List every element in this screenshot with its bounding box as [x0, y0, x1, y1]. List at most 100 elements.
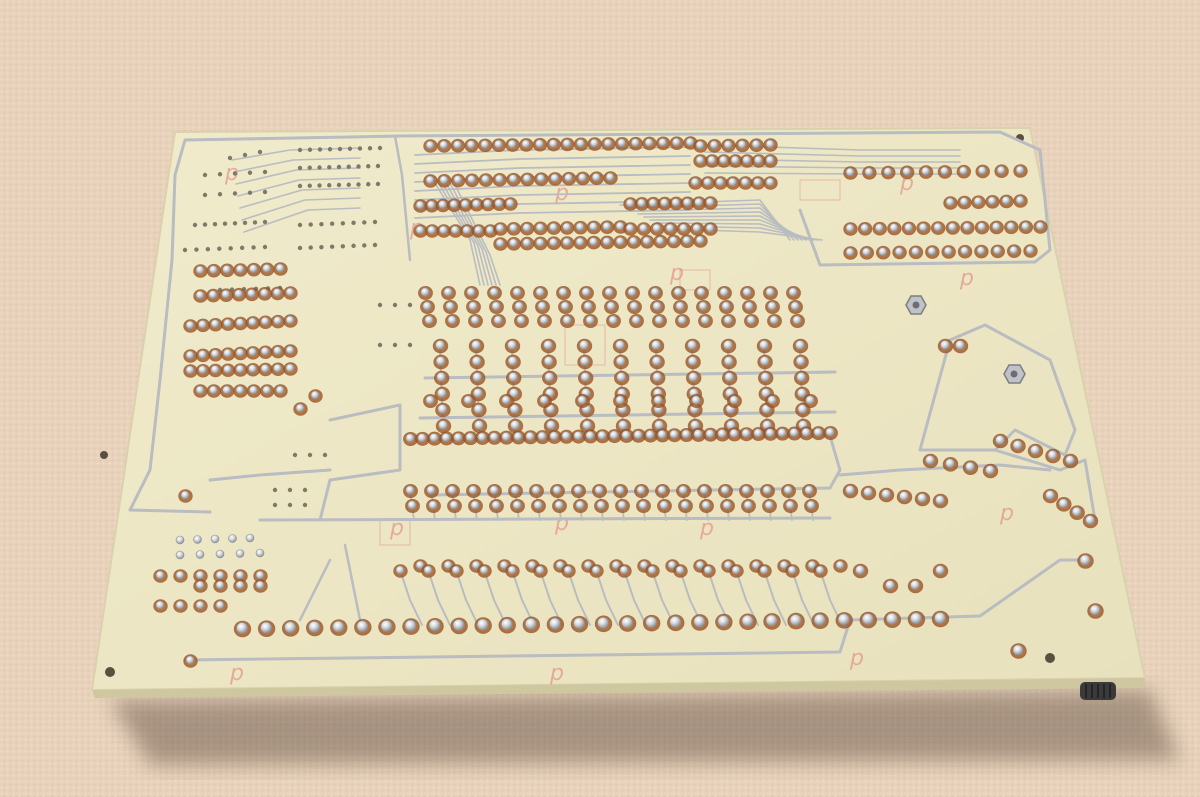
solder-pad: [591, 565, 601, 575]
solder-pad: [215, 600, 225, 610]
solder-pad: [765, 155, 775, 165]
solder-pad: [596, 500, 606, 510]
via-hole: [292, 452, 298, 458]
solder-pad: [466, 287, 476, 297]
solder-pad: [604, 287, 614, 297]
solder-pad: [548, 139, 558, 148]
solder-pad: [1047, 450, 1058, 460]
solder-pad: [248, 347, 257, 357]
solder-pad: [509, 238, 518, 248]
solder-pad: [428, 500, 438, 510]
solder-pad: [615, 221, 625, 231]
solder-pad: [1009, 245, 1018, 255]
solder-pad: [594, 485, 604, 495]
solder-pad: [491, 301, 501, 311]
solder-pad: [625, 198, 635, 208]
solder-pad: [575, 237, 585, 247]
solder-pad: [652, 301, 662, 311]
solder-pad: [723, 340, 733, 350]
solder-pad: [210, 365, 220, 374]
via-hole: [322, 452, 328, 458]
solder-pad: [672, 137, 681, 147]
solder-pad: [677, 315, 687, 325]
solder-pad: [759, 340, 769, 350]
solder-pad: [235, 364, 245, 374]
solder-pad: [647, 565, 657, 575]
solder-pad: [1006, 222, 1016, 231]
via-hole: [319, 244, 324, 250]
via-hole: [217, 192, 223, 197]
solder-pad: [767, 395, 777, 405]
solder-pad: [193, 535, 202, 544]
solder-pad: [564, 173, 573, 182]
solder-pad: [962, 222, 972, 232]
solder-pad: [222, 265, 231, 274]
solder-pad: [195, 570, 205, 580]
solder-pad: [260, 364, 270, 373]
solder-pad: [543, 340, 553, 350]
solder-pad: [175, 570, 185, 580]
solder-pad: [760, 372, 771, 382]
solder-pad: [507, 340, 517, 350]
solder-pad: [861, 613, 874, 625]
solder-pad: [688, 372, 699, 382]
solder-pad: [806, 500, 816, 510]
solder-pad: [611, 560, 621, 570]
solder-pad: [860, 223, 869, 233]
solder-pad: [581, 287, 591, 297]
solder-pad: [631, 315, 641, 325]
solder-pad: [658, 138, 667, 147]
via-hole: [317, 165, 322, 170]
via-hole: [242, 220, 248, 226]
solder-pad: [645, 616, 657, 628]
solder-pad: [507, 356, 518, 366]
hex-nut-lower: [1003, 364, 1026, 384]
solder-pad: [788, 287, 798, 297]
via-hole: [336, 164, 342, 170]
solder-pad: [508, 174, 518, 183]
via-hole: [377, 342, 383, 348]
solder-pad: [578, 173, 587, 182]
solder-pad: [720, 485, 730, 495]
solder-pad: [535, 223, 545, 232]
solder-pad: [451, 565, 461, 575]
solder-pad: [765, 139, 775, 149]
solder-pad: [195, 265, 205, 275]
solder-pad: [295, 403, 305, 413]
solder-pad: [415, 560, 425, 570]
via-hole: [247, 190, 253, 195]
solder-pad: [619, 565, 629, 575]
solder-pad: [508, 372, 519, 382]
silkscreen-glyph: p: [699, 516, 714, 541]
solder-pad: [471, 356, 482, 366]
via-hole: [317, 147, 323, 152]
solder-pad: [608, 315, 618, 325]
solder-pad: [155, 600, 165, 610]
solder-pad: [531, 485, 541, 495]
solder-pad: [783, 485, 793, 495]
solder-pad: [562, 237, 571, 247]
via-hole: [337, 146, 343, 152]
solder-pad: [759, 565, 769, 575]
via-hole: [319, 221, 324, 227]
solder-pad: [815, 565, 825, 575]
solder-pad: [175, 550, 185, 560]
via-hole: [340, 221, 346, 226]
solder-pad: [991, 222, 1001, 231]
solder-pad: [795, 356, 806, 366]
solder-pad: [489, 287, 499, 297]
via-hole: [257, 149, 263, 155]
solder-pad: [977, 166, 987, 175]
via-hole: [377, 145, 383, 151]
fine-trace: [241, 197, 361, 221]
solder-pad: [648, 198, 658, 208]
solder-pad: [447, 315, 457, 325]
solder-pad: [573, 617, 585, 629]
solder-pads: [153, 136, 1104, 668]
solder-pad: [707, 155, 716, 165]
solder-pad: [682, 235, 691, 245]
solder-pad: [918, 222, 928, 232]
solder-pad: [671, 198, 681, 207]
solder-pad: [235, 570, 245, 580]
solder-pad: [549, 617, 561, 630]
